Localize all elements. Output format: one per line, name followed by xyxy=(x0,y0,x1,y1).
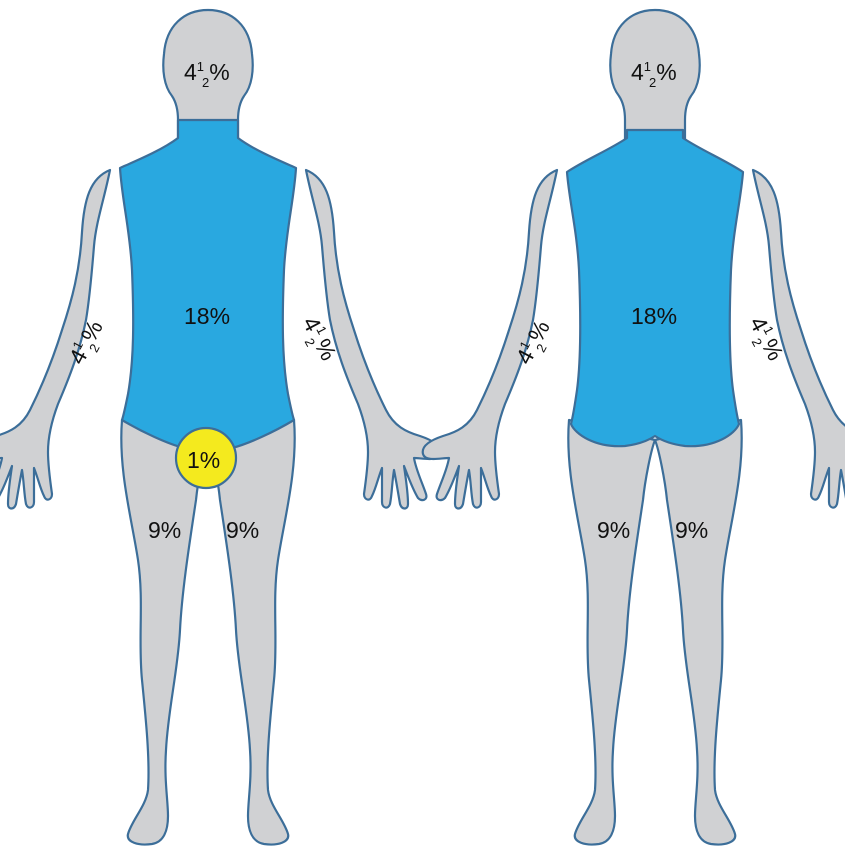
front-right-leg-label: 9% xyxy=(148,517,181,543)
back-right-leg-label: 9% xyxy=(597,517,630,543)
front-trunk xyxy=(120,120,296,448)
front-groin-label: 1% xyxy=(187,447,220,473)
back-right-leg xyxy=(568,420,655,845)
front-left-leg-label: 9% xyxy=(226,517,259,543)
back-trunk-label: 18% xyxy=(631,303,677,329)
back-left-leg xyxy=(655,420,742,845)
front-trunk-label: 18% xyxy=(184,303,230,329)
back-trunk xyxy=(567,130,743,446)
back-left-arm xyxy=(753,170,845,509)
back-left-leg-label: 9% xyxy=(675,517,708,543)
